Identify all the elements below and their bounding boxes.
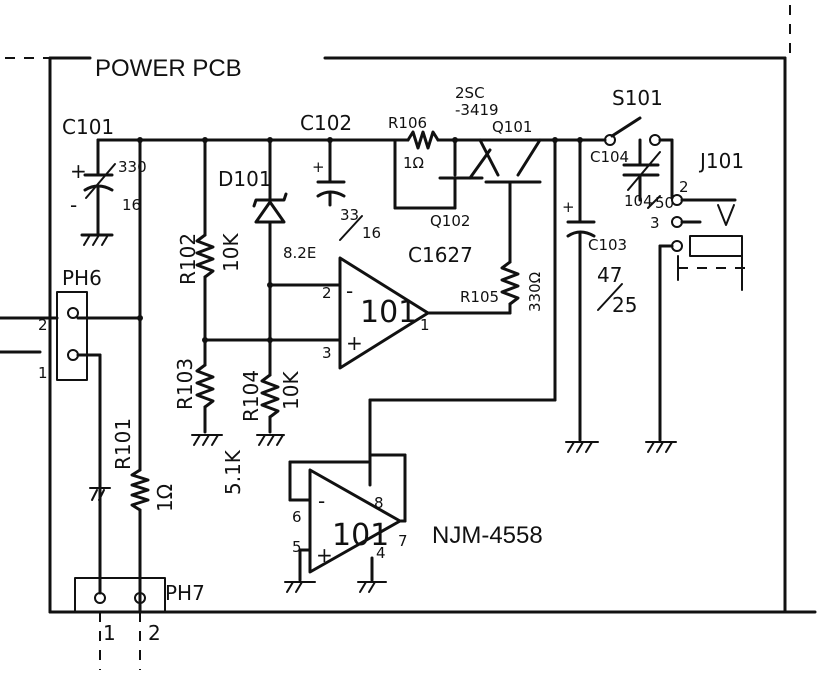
r104-ref: R104 — [239, 370, 263, 422]
c102-value: 33 — [340, 206, 359, 224]
c101-minus: - — [70, 193, 77, 217]
ph7-pin-2: 2 — [148, 621, 161, 645]
op-amp-lower-plus: + — [316, 543, 333, 567]
d101-ref: D101 — [218, 167, 272, 191]
op-amp-lower-part: NJM-4558 — [432, 522, 543, 549]
r106-ref: R106 — [388, 114, 427, 132]
r102-ref: R102 — [176, 233, 200, 285]
q102-transistor: Q102 C1627 — [408, 137, 492, 267]
c104-ref: C104 — [590, 148, 629, 166]
op-amp-lower-pin-7: 7 — [398, 532, 408, 550]
ph6-pin-2: 2 — [38, 316, 48, 334]
r104-resistor: R104 10K — [239, 338, 303, 446]
c103-rating: 25 — [612, 293, 637, 317]
q101-transistor: 2SC -3419 Q101 — [455, 84, 542, 264]
r105-ref: R105 — [460, 288, 499, 306]
c104-value: 104 — [624, 192, 653, 210]
op-amp-lower-pin-5: 5 — [292, 538, 302, 556]
ph7-connector: PH7 1 2 — [74, 498, 205, 645]
c102-plus: + — [312, 158, 325, 176]
c103-value: 47 — [597, 263, 622, 287]
r103-resistor: R103 5.1K — [173, 338, 245, 495]
r106-value: 1Ω — [403, 154, 424, 172]
ph6-connector: PH6 2 1 — [0, 266, 142, 490]
r104-value: 10K — [279, 371, 303, 410]
c103-plus: + — [562, 198, 575, 216]
op-amp-upper: - + 101 2 3 1 — [202, 256, 512, 370]
ph6-pin-1: 1 — [38, 364, 48, 382]
op-amp-upper-pin-1: 1 — [420, 316, 430, 334]
q102-ref: Q102 — [430, 212, 470, 230]
s101-ref: S101 — [612, 86, 663, 110]
r106-resistor: R106 1Ω — [388, 114, 482, 210]
q102-type: C1627 — [408, 243, 473, 267]
r102-value: 10K — [219, 233, 243, 272]
q101-type-line2: -3419 — [455, 101, 499, 119]
d101-zener: D101 8.2E — [218, 138, 316, 342]
r101-resistor: R101 1Ω — [89, 418, 177, 512]
op-amp-upper-minus: - — [346, 279, 353, 303]
op-amp-lower-pin-6: 6 — [292, 508, 302, 526]
c102-capacitor: + C102 33 16 — [300, 111, 381, 242]
j101-pin-2: 2 — [679, 178, 689, 196]
c101-rating: 16 — [122, 196, 141, 214]
s101-switch: S101 — [604, 86, 663, 146]
op-amp-lower-pin-4: 4 — [376, 544, 386, 562]
j101-pin-3: 3 — [650, 214, 660, 232]
op-amp-lower: - + 101 6 5 7 8 4 NJM-4558 — [284, 453, 543, 593]
c104-rating: 50 — [655, 194, 674, 212]
c103-capacitor: + C103 47 25 — [562, 138, 637, 453]
c101-plus: + — [70, 159, 87, 183]
r103-ref: R103 — [173, 358, 197, 410]
board-title: POWER PCB — [95, 55, 242, 82]
ph6-ref: PH6 — [62, 266, 102, 290]
c101-ref: C101 — [62, 115, 114, 139]
c101-value: 330 — [118, 158, 147, 176]
r105-value: 330Ω — [526, 272, 544, 312]
q101-type-line1: 2SC — [455, 84, 485, 102]
op-amp-upper-pin-2: 2 — [322, 284, 332, 302]
op-amp-lower-pin-8: 8 — [374, 494, 384, 512]
r101-value: 1Ω — [153, 484, 177, 512]
c103-ref: C103 — [588, 236, 627, 254]
op-amp-upper-pin-3: 3 — [322, 344, 332, 362]
ph7-pin-1: 1 — [103, 621, 116, 645]
j101-ref: J101 — [698, 149, 744, 173]
r102-resistor: R102 10K — [176, 138, 243, 342]
r101-ref: R101 — [111, 418, 135, 470]
op-amp-upper-ref: 101 — [360, 295, 417, 330]
r103-value: 5.1K — [221, 449, 245, 495]
r105-resistor: R105 330Ω — [460, 260, 544, 315]
ph7-ref: PH7 — [165, 581, 205, 605]
top-rail — [96, 137, 674, 143]
c104-capacitor: C104 104 50 — [590, 138, 674, 212]
op-amp-lower-ref: 101 — [332, 518, 389, 553]
c101-capacitor: C101 + - 330 16 — [62, 115, 147, 246]
d101-value: 8.2E — [283, 244, 316, 262]
feedback-net — [368, 138, 557, 457]
c102-ref: C102 — [300, 111, 352, 135]
op-amp-lower-minus: - — [318, 489, 325, 513]
q101-ref: Q101 — [492, 118, 532, 136]
c102-rating: 16 — [362, 224, 381, 242]
j101-jack: J101 2 3 — [645, 138, 745, 453]
op-amp-upper-plus: + — [346, 331, 363, 355]
board-outline: POWER PCB — [5, 5, 817, 670]
